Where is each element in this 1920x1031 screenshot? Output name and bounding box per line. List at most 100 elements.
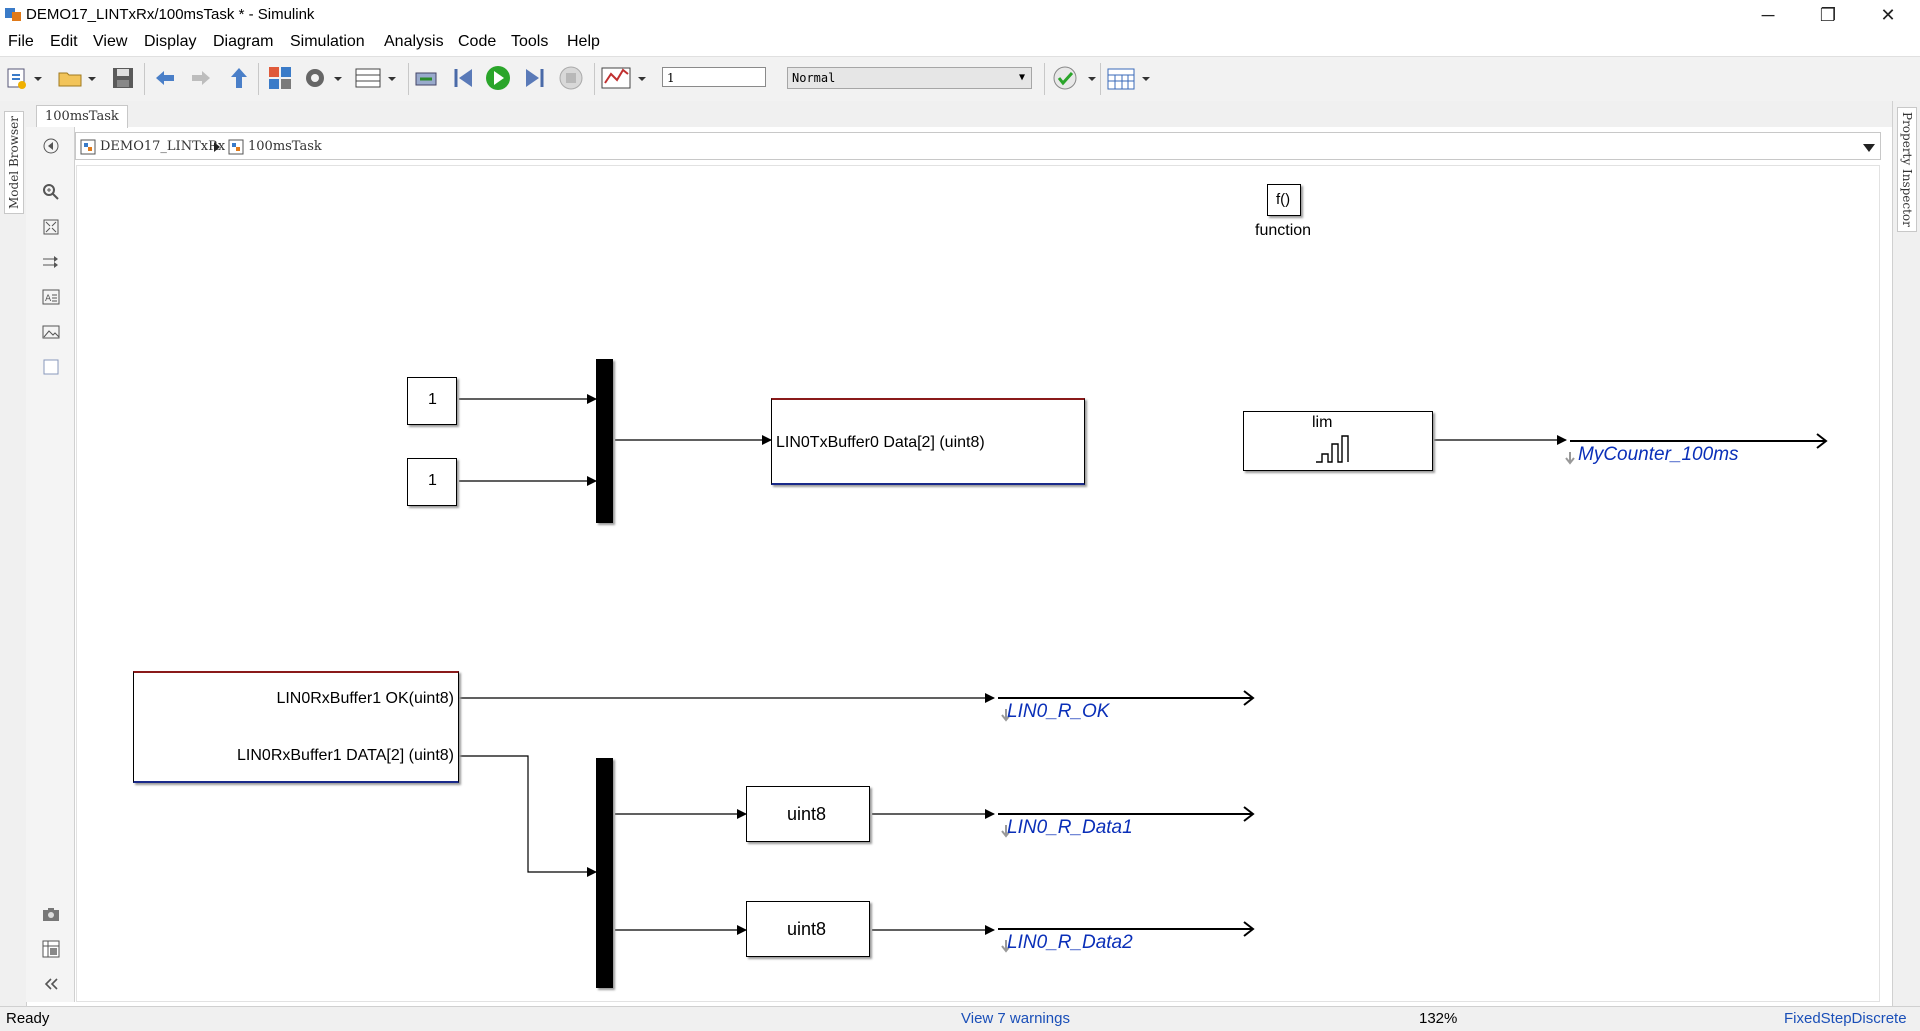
schedule-grid-icon[interactable] (1106, 65, 1154, 91)
step-back-icon[interactable] (450, 65, 476, 91)
area-box-icon[interactable] (40, 356, 62, 378)
constant-value-2: 1 (428, 472, 437, 489)
tx-buffer-port-label: LIN0TxBuffer0 Data[2] (uint8) (776, 434, 985, 451)
function-block[interactable]: f() (1267, 184, 1301, 216)
constant-block-2[interactable]: 1 (407, 458, 457, 506)
up-arrow-icon[interactable] (226, 65, 252, 91)
property-inspector-tab[interactable]: Property Inspector (1897, 107, 1917, 232)
library-browser-icon[interactable] (266, 65, 294, 91)
image-icon[interactable] (40, 321, 62, 343)
counter-limited-block[interactable]: lim (1243, 411, 1433, 471)
update-diagram-icon[interactable] (412, 65, 442, 91)
status-bar: Ready View 7 warnings 132% FixedStepDisc… (0, 1006, 1920, 1031)
convert-block-1[interactable]: uint8 (746, 786, 870, 842)
signal-arrows-icon[interactable] (40, 251, 62, 273)
toolbar-separator (258, 63, 259, 95)
property-inspector-strip: Property Inspector (1892, 101, 1920, 1006)
hide-browser-icon[interactable] (40, 135, 62, 157)
open-folder-button[interactable] (56, 65, 98, 91)
zoom-level: 132% (1419, 1010, 1458, 1027)
back-arrow-icon[interactable] (152, 65, 178, 91)
toolbar-separator (144, 63, 145, 95)
rx-port-ok-label: LIN0RxBuffer1 OK(uint8) (276, 690, 454, 707)
breadcrumb-separator-icon (214, 142, 220, 152)
step-forward-icon[interactable] (522, 65, 548, 91)
demux-block[interactable] (596, 758, 613, 988)
model-data-icon[interactable] (40, 938, 62, 960)
breadcrumb: DEMO17_LINTxRx 100msTask (75, 132, 1881, 160)
signal-lines (459, 394, 1828, 953)
stop-icon[interactable] (558, 65, 584, 91)
forward-arrow-icon[interactable] (188, 65, 214, 91)
constant-value-1: 1 (428, 391, 437, 408)
line-rx-data-demux[interactable] (459, 755, 597, 877)
menu-bar: File Edit View Display Diagram Simulatio… (0, 30, 1920, 54)
menu-tools[interactable]: Tools (511, 33, 549, 50)
camera-icon[interactable] (40, 903, 62, 925)
svg-text:A: A (45, 294, 52, 304)
subsystem-icon (228, 139, 244, 155)
stop-time-input[interactable]: 1 (662, 67, 766, 87)
lin-rx-buffer-block[interactable]: LIN0RxBuffer1 OK(uint8) LIN0RxBuffer1 DA… (133, 671, 459, 783)
model-explorer-icon[interactable] (354, 65, 400, 91)
run-play-icon[interactable] (484, 65, 512, 91)
function-block-label: function (1255, 222, 1312, 239)
menu-view[interactable]: View (93, 33, 128, 50)
signal-label-lin0-r-data2[interactable]: LIN0_R_Data2 (1007, 932, 1133, 953)
fit-to-view-icon[interactable] (40, 216, 62, 238)
warnings-link[interactable]: View 7 warnings (961, 1010, 1070, 1027)
new-model-button[interactable] (6, 65, 46, 91)
lin-tx-buffer-block[interactable]: LIN0TxBuffer0 Data[2] (uint8) (771, 398, 1085, 485)
menu-edit[interactable]: Edit (50, 33, 78, 50)
menu-analysis[interactable]: Analysis (384, 33, 444, 50)
model-settings-gear-icon[interactable] (302, 65, 344, 91)
collapse-palette-icon[interactable] (40, 973, 62, 995)
mux-block[interactable] (596, 359, 613, 523)
editor-tab-row: 100msTask (26, 101, 1892, 128)
toolbar: 1 Normal ▼ (0, 56, 1920, 102)
menu-code[interactable]: Code (458, 33, 497, 50)
convert-block-2[interactable]: uint8 (746, 901, 870, 957)
tab-100mstask[interactable]: 100msTask (36, 105, 128, 128)
annotation-icon[interactable]: A (40, 286, 62, 308)
title-bar: DEMO17_LINTxRx/100msTask * - Simulink ─ … (0, 0, 1920, 30)
counter-limited-label: lim (1312, 414, 1333, 431)
propagation-marker-icon (1001, 940, 1011, 953)
menu-file[interactable]: File (8, 33, 34, 50)
propagation-marker-icon (1001, 709, 1011, 722)
rx-port-data-label: LIN0RxBuffer1 DATA[2] (uint8) (237, 747, 454, 764)
diagram-palette: A (26, 127, 75, 1002)
menu-simulation[interactable]: Simulation (290, 33, 365, 50)
function-block-icon: f() (1276, 191, 1291, 208)
menu-help[interactable]: Help (567, 33, 600, 50)
zoom-in-icon[interactable] (40, 181, 62, 203)
minimize-button[interactable]: ─ (1761, 4, 1775, 25)
model-browser-strip: Model Browser (0, 101, 27, 1006)
breadcrumb-child[interactable]: 100msTask (248, 139, 322, 154)
signal-label-lin0-r-data1[interactable]: LIN0_R_Data1 (1007, 817, 1133, 838)
model-icon (80, 139, 96, 155)
solver-link[interactable]: FixedStepDiscrete (1784, 1010, 1907, 1027)
signal-label-mycounter[interactable]: MyCounter_100ms (1578, 444, 1739, 465)
staircase-icon (1316, 435, 1349, 463)
simulink-app-icon (5, 8, 21, 21)
diagram-canvas[interactable]: f() function 1 1 LIN0TxBuffer0 Data[2] (… (76, 165, 1880, 1002)
simulation-mode-select[interactable]: Normal ▼ (787, 67, 1032, 89)
breadcrumb-root[interactable]: DEMO17_LINTxRx (100, 139, 226, 154)
menu-diagram[interactable]: Diagram (213, 33, 274, 50)
model-browser-tab[interactable]: Model Browser (4, 111, 24, 214)
model-advisor-check-icon[interactable] (1052, 65, 1100, 91)
scope-viewer-icon[interactable] (600, 65, 650, 91)
simulation-mode-value: Normal (792, 71, 836, 85)
signal-label-lin0-r-ok[interactable]: LIN0_R_OK (1007, 701, 1110, 722)
constant-block-1[interactable]: 1 (407, 377, 457, 425)
toolbar-separator (1100, 63, 1101, 95)
maximize-button[interactable]: ❐ (1819, 4, 1837, 25)
status-text: Ready (6, 1010, 50, 1027)
close-button[interactable]: ✕ (1880, 4, 1896, 25)
save-icon[interactable] (110, 65, 136, 91)
breadcrumb-dropdown-icon[interactable] (1862, 143, 1876, 153)
menu-display[interactable]: Display (144, 33, 197, 50)
propagation-marker-icon (1001, 825, 1011, 838)
convert-block-2-label: uint8 (787, 919, 827, 939)
